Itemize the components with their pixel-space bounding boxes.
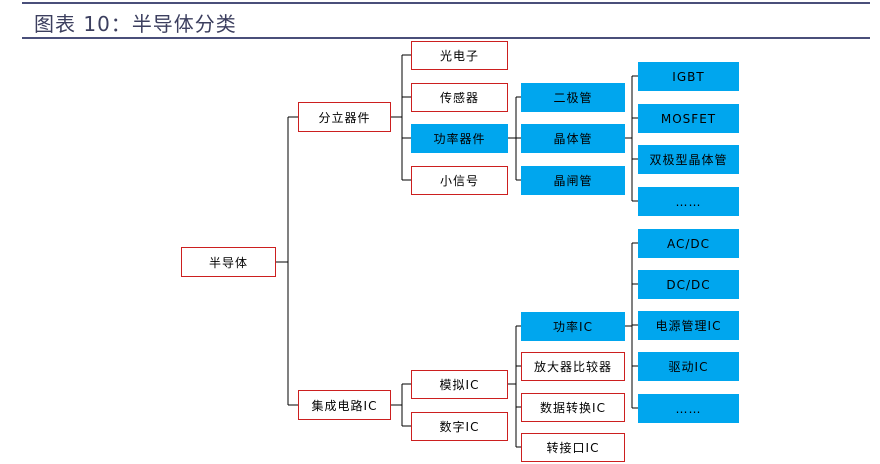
title-top-rule <box>22 2 870 4</box>
node-digital-ic: 数字IC <box>411 412 508 441</box>
node-data-converter-ic: 数据转换IC <box>521 393 625 422</box>
node-diode: 二极管 <box>521 83 625 112</box>
node-transistor: 晶体管 <box>521 124 625 153</box>
figure-title-bar: 图表 10：半导体分类 <box>0 0 880 40</box>
node-sensor: 传感器 <box>411 83 508 112</box>
node-bjt: 双极型晶体管 <box>638 145 739 174</box>
node-thyristor: 晶闸管 <box>521 166 625 195</box>
node-mosfet: MOSFET <box>638 104 739 133</box>
node-power-device: 功率器件 <box>411 124 508 153</box>
node-pmic: 电源管理IC <box>638 311 739 340</box>
node-driver-ic: 驱动IC <box>638 352 739 381</box>
title-bottom-rule <box>22 37 870 39</box>
node-discrete-devices: 分立器件 <box>298 102 391 132</box>
node-igbt: IGBT <box>638 62 739 91</box>
node-dcdc: DC/DC <box>638 270 739 299</box>
node-interface-ic: 转接口IC <box>521 433 625 462</box>
figure-number: 图表 10： <box>34 12 132 36</box>
figure-title: 图表 10：半导体分类 <box>34 8 237 37</box>
node-power-ic: 功率IC <box>521 312 625 341</box>
node-small-signal: 小信号 <box>411 166 508 195</box>
node-optoelectronics: 光电子 <box>411 41 508 70</box>
node-acdc: AC/DC <box>638 229 739 258</box>
node-power-ic-more: …… <box>638 394 739 423</box>
node-amplifier-comparator: 放大器比较器 <box>521 352 625 381</box>
node-analog-ic: 模拟IC <box>411 370 508 399</box>
node-semiconductor: 半导体 <box>181 247 276 277</box>
node-integrated-circuit: 集成电路IC <box>298 390 391 420</box>
figure-title-text: 半导体分类 <box>131 12 237 36</box>
node-discrete-more: …… <box>638 187 739 216</box>
